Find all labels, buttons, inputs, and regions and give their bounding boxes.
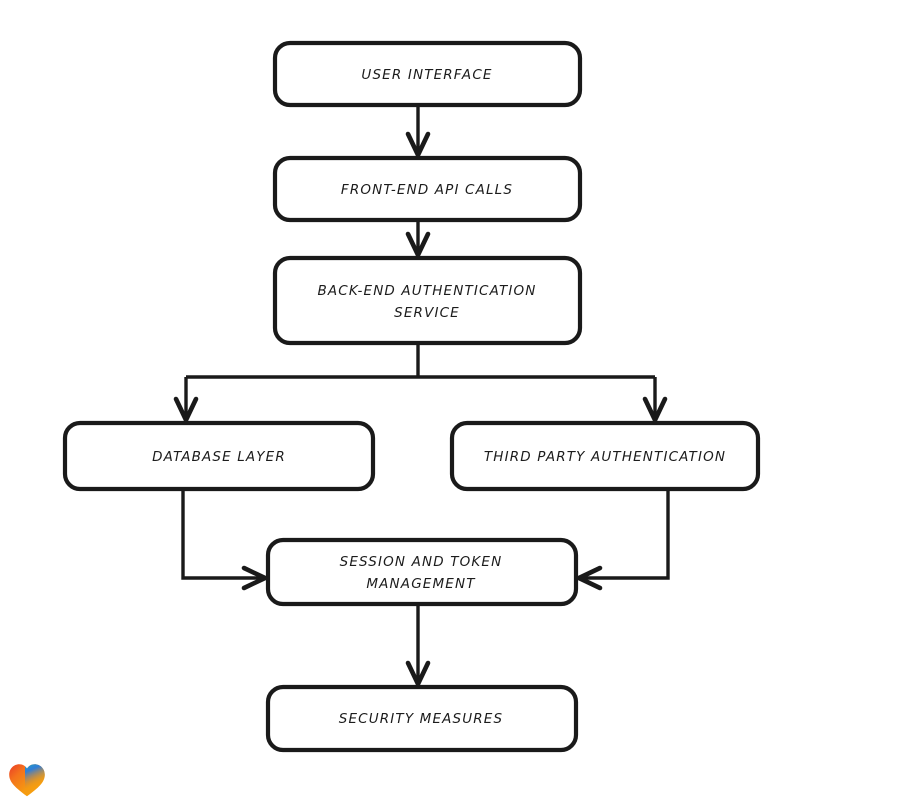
edge-ui-to-api	[405, 105, 431, 158]
node-layer: USER INTERFACE FRONT-END API CALLS BACK-…	[62, 40, 761, 753]
node-third-party-auth-label: THIRD PARTY AUTHENTICATION	[484, 449, 726, 465]
node-security-measures[interactable]: SECURITY MEASURES	[265, 684, 579, 753]
node-third-party-auth-box[interactable]	[449, 420, 761, 492]
node-user-interface-box[interactable]	[272, 40, 583, 108]
node-front-end-api-calls[interactable]: FRONT-END API CALLS	[272, 155, 583, 223]
heart-logo-icon	[9, 764, 45, 797]
node-security-measures-box[interactable]	[265, 684, 579, 753]
node-database-layer-box[interactable]	[62, 420, 376, 492]
node-back-end-auth-service[interactable]: BACK-END AUTHENTICATION SERVICE	[272, 255, 583, 346]
node-user-interface-label: USER INTERFACE	[361, 67, 492, 83]
node-security-measures-label: SECURITY MEASURES	[339, 711, 503, 727]
heart-fill	[9, 764, 45, 797]
node-user-interface[interactable]: USER INTERFACE	[272, 40, 583, 108]
node-back-end-auth-service-label-line1: BACK-END AUTHENTICATION	[317, 283, 536, 299]
node-back-end-auth-service-box[interactable]	[272, 255, 583, 346]
edge-backend-split	[173, 343, 668, 423]
node-session-token-mgmt-label-line2: MANAGEMENT	[366, 576, 476, 592]
edge-third-to-session	[576, 489, 670, 591]
node-session-token-mgmt[interactable]: SESSION AND TOKEN MANAGEMENT	[265, 537, 579, 607]
node-front-end-api-calls-box[interactable]	[272, 155, 583, 223]
node-session-token-mgmt-label-line1: SESSION AND TOKEN	[340, 554, 503, 570]
edge-session-to-security	[405, 604, 431, 687]
node-database-layer-label: DATABASE LAYER	[152, 449, 286, 465]
edge-db-to-session	[181, 489, 268, 591]
node-session-token-mgmt-box[interactable]	[265, 537, 579, 607]
node-back-end-auth-service-label-line2: SERVICE	[394, 305, 460, 321]
edge-api-to-backend	[405, 220, 431, 258]
node-front-end-api-calls-label: FRONT-END API CALLS	[341, 182, 513, 198]
node-database-layer[interactable]: DATABASE LAYER	[62, 420, 376, 492]
node-third-party-auth[interactable]: THIRD PARTY AUTHENTICATION	[449, 420, 761, 492]
edge-layer	[173, 105, 670, 687]
